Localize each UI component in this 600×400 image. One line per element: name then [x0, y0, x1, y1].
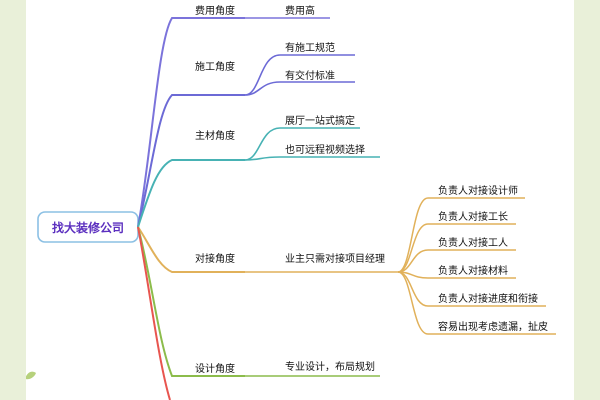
node-liaison-schedule: 负责人对接进度和衔接 [438, 292, 538, 305]
root-node: 找大装修公司 [37, 211, 139, 243]
connector-design [137, 226, 245, 377]
connector-fees [137, 17, 245, 228]
connector-construction-standard [244, 81, 355, 96]
branch-label-materials: 主材角度 [195, 129, 235, 142]
node-liaison-designer: 负责人对接设计师 [438, 184, 518, 197]
node-construction-spec: 有施工规范 [285, 41, 335, 54]
branch-label-construction: 施工角度 [195, 60, 235, 73]
connector-liaison [137, 226, 245, 273]
node-liaison-omissions: 容易出现考虑遗漏，扯皮 [438, 320, 548, 333]
connector-liaison-foreman [397, 223, 516, 273]
branch-label-design: 设计角度 [195, 362, 235, 375]
node-liaison-workers: 负责人对接工人 [438, 236, 508, 249]
level3-connectors [397, 197, 556, 335]
node-liaison-foreman: 负责人对接工长 [438, 210, 508, 223]
connector-materials-remote [244, 156, 380, 161]
node-liaison-pm: 业主只需对接项目经理 [285, 252, 385, 265]
connector-materials-showroom [244, 127, 360, 161]
left-decor-border [0, 0, 26, 400]
connector-materials [137, 159, 245, 228]
node-design-pro: 专业设计，布局规划 [285, 360, 375, 373]
level2-labels: 费用高 有施工规范 有交付标准 展厅一站式搞定 也可远程视频选择 业主只需对接项… [285, 4, 385, 373]
node-materials-showroom: 展厅一站式搞定 [285, 114, 355, 127]
branch-connectors [137, 17, 245, 400]
root-node-label: 找大装修公司 [52, 220, 124, 235]
branch-labels: 费用角度 施工角度 主材角度 对接角度 设计角度 [195, 4, 235, 375]
node-construction-standard: 有交付标准 [285, 69, 335, 82]
connector-construction [137, 94, 245, 228]
branch-label-liaison: 对接角度 [195, 252, 235, 265]
connector-construction-spec [244, 54, 355, 96]
connector-liaison-designer [397, 197, 525, 273]
connector-liaison-omissions [397, 271, 556, 335]
level3-labels: 负责人对接设计师 负责人对接工长 负责人对接工人 负责人对接材料 负责人对接进度… [438, 184, 548, 333]
connector-liaison-workers [397, 249, 516, 273]
connector-extra-red [137, 226, 171, 400]
level2-connectors [244, 17, 398, 377]
node-liaison-materials: 负责人对接材料 [438, 264, 508, 277]
node-fees-high: 费用高 [285, 4, 315, 17]
right-decor-border [574, 0, 600, 400]
branch-label-fees: 费用角度 [195, 4, 235, 17]
node-materials-remote: 也可远程视频选择 [285, 143, 365, 156]
